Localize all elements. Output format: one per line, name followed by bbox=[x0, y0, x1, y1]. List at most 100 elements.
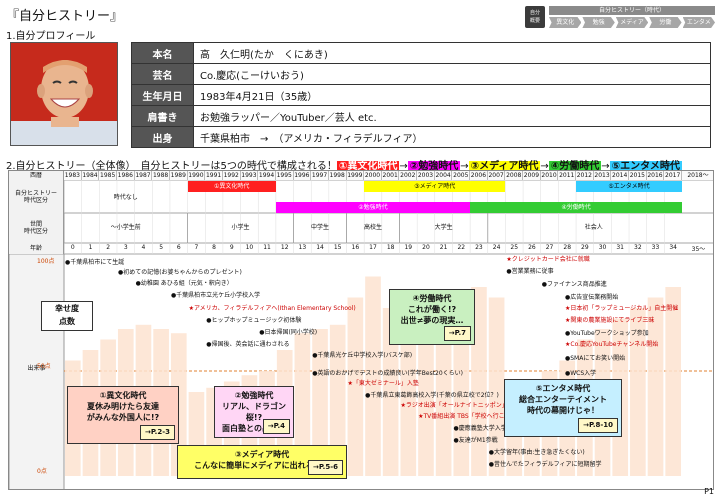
page-title: 『自分ヒストリー』 bbox=[6, 9, 124, 24]
timeline-event: ●YouTubeワークショップ参加 bbox=[565, 330, 649, 337]
year-cell: 1992 bbox=[223, 171, 241, 180]
arrow-separator: → bbox=[460, 161, 469, 172]
nav-tab-4[interactable]: 労働 bbox=[649, 17, 682, 28]
year-cell: 2011 bbox=[559, 171, 577, 180]
age-cell: 14 bbox=[316, 244, 324, 251]
timeline-event: ●WCS入学 bbox=[565, 370, 597, 377]
profile-row: 出身千葉県柏市 → （アメリカ・フィラデルフィア） bbox=[131, 126, 711, 148]
nav-tab-2[interactable]: 勉強 bbox=[582, 17, 615, 28]
age-cell: 0 bbox=[70, 244, 75, 251]
callout-page-link[interactable]: →P.4 bbox=[262, 419, 290, 434]
happiness-bar bbox=[453, 312, 470, 476]
callout-title: ④労働時代 bbox=[412, 294, 452, 303]
year-cell: 1991 bbox=[205, 171, 223, 180]
profile-label: 生年月日 bbox=[131, 84, 194, 106]
nav-items: 異文化勉強メディア労働エンタメ bbox=[549, 17, 716, 28]
age-cell: 6 bbox=[176, 244, 181, 251]
year-cell: 2014 bbox=[612, 171, 630, 180]
era-none: 時代なし bbox=[113, 194, 138, 201]
year-cell: 1983 bbox=[64, 171, 82, 180]
age-cell: 22 bbox=[457, 244, 466, 251]
age-cell: 26 bbox=[528, 244, 536, 251]
era-chip: ③メディア時代 bbox=[468, 161, 541, 172]
year-cell: 2004 bbox=[435, 171, 453, 180]
callout-page-link[interactable]: →P.8-10 bbox=[578, 418, 618, 433]
age-cell: 9 bbox=[229, 244, 234, 251]
happiness-bar bbox=[471, 287, 487, 476]
era-band-benkyo: ②勉強時代 bbox=[275, 202, 471, 213]
age-cell: 31 bbox=[616, 244, 624, 251]
y-axis-label: 0点 bbox=[37, 468, 47, 475]
nav-tab-5[interactable]: エンタメ bbox=[682, 17, 716, 28]
era-callout: ②勉強時代リアル、ドラゴン桜!? 面白塾との出会い→P.4 bbox=[214, 386, 294, 438]
year-cell: 1994 bbox=[258, 171, 276, 180]
nav-tab-1[interactable]: 異文化 bbox=[549, 17, 582, 28]
era-chip: ⑤エンタメ時代 bbox=[609, 161, 682, 172]
year-cell: 1999 bbox=[347, 171, 365, 180]
happiness-label: 幸せ度 点数 bbox=[41, 301, 93, 331]
timeline-event: ★アメリカ、フィラデルフィアへ(Ithan Elementary School) bbox=[188, 305, 356, 312]
timeline-event: ●千葉県立東葛飾高校入学(千葉の県立校で2位？) bbox=[365, 392, 499, 399]
y-axis-label: 50点 bbox=[37, 363, 51, 370]
gen-period: 高校生 bbox=[363, 224, 382, 231]
timeline-event: ●千葉県柏市にて生誕 bbox=[65, 259, 125, 266]
year-cell: 2010 bbox=[541, 171, 559, 180]
age-cell: 19 bbox=[404, 244, 413, 251]
year-cell: 1997 bbox=[311, 171, 329, 180]
callout-page-link[interactable]: →P.5-6 bbox=[307, 460, 343, 475]
chapter-navigation: 自分概要 自分ヒストリー（時代） 異文化勉強メディア労働エンタメ bbox=[525, 4, 716, 30]
page-number: P1 bbox=[704, 487, 714, 496]
year-cell: 1990 bbox=[188, 171, 206, 180]
profile-label: 肩書き bbox=[131, 105, 194, 127]
age-cell: 5 bbox=[159, 244, 164, 251]
age-cell: 29 bbox=[581, 244, 589, 251]
arrow-separator: → bbox=[399, 161, 408, 172]
timeline-event: ●SMAにてお笑い開始 bbox=[565, 355, 626, 362]
row-label: 自分ヒストリー 時代区分 bbox=[9, 180, 64, 213]
callout-page-link[interactable]: →P.2-3 bbox=[139, 425, 175, 440]
gen-period: ～小学生前 bbox=[110, 224, 141, 231]
age-cell: 35～ bbox=[691, 246, 706, 253]
nav-tab-3[interactable]: メディア bbox=[615, 17, 649, 28]
timeline-event: ★ラジオ出演「オールナイトニッポン」 bbox=[400, 402, 508, 409]
year-cell: 1984 bbox=[82, 171, 100, 180]
age-cell: 11 bbox=[263, 244, 271, 251]
nav-current-chapter[interactable]: 自分概要 bbox=[525, 6, 545, 28]
era-chain: ①異文化時代→②勉強時代→③メディア時代→④労働時代→⑤エンタメ時代 bbox=[336, 161, 682, 172]
age-cell: 8 bbox=[212, 244, 216, 251]
era-chip: ②勉強時代 bbox=[407, 161, 461, 172]
year-cell: 2009 bbox=[523, 171, 541, 180]
profile-label: 出身 bbox=[131, 126, 194, 148]
year-cell: 2015 bbox=[629, 171, 647, 180]
gen-period: 社会人 bbox=[584, 224, 603, 231]
year-cell: 2013 bbox=[594, 171, 612, 180]
callout-body: これが働く!? 出世≠夢の現実… bbox=[400, 305, 464, 325]
age-cell: 15 bbox=[333, 244, 342, 251]
happiness-bar bbox=[382, 308, 399, 476]
era-band-ibunka: ①異文化時代 bbox=[187, 181, 276, 192]
age-cell: 24 bbox=[492, 244, 501, 251]
age-cell: 16 bbox=[351, 244, 360, 251]
year-cell: 2017 bbox=[665, 171, 682, 180]
year-cell: 2008 bbox=[506, 171, 524, 180]
gen-period: 大学生 bbox=[434, 224, 453, 231]
year-cell: 2012 bbox=[576, 171, 594, 180]
age-cell: 27 bbox=[545, 244, 554, 251]
year-cell: 2002 bbox=[400, 171, 418, 180]
timeline-event: ●ファイナンス商品推進 bbox=[541, 281, 607, 288]
happiness-bar bbox=[312, 329, 328, 476]
happiness-bar bbox=[418, 329, 434, 476]
callout-body: リアル、ドラゴン桜!? 面白塾との出会い bbox=[222, 402, 286, 433]
year-cell: 2000 bbox=[364, 171, 382, 180]
profile-value: Co.慶応(こーけいおう) bbox=[193, 63, 711, 85]
timeline-event: ●幼稚園 あひる組（元気・釈向き） bbox=[135, 280, 233, 287]
profile-photo bbox=[10, 42, 118, 146]
profile-label: 本名 bbox=[131, 42, 194, 64]
happiness-bar bbox=[665, 287, 681, 476]
age-cell: 20 bbox=[422, 244, 430, 251]
arrow-separator: → bbox=[601, 161, 610, 172]
age-cell: 10 bbox=[245, 244, 254, 251]
callout-page-link[interactable]: →P.7 bbox=[443, 326, 471, 341]
